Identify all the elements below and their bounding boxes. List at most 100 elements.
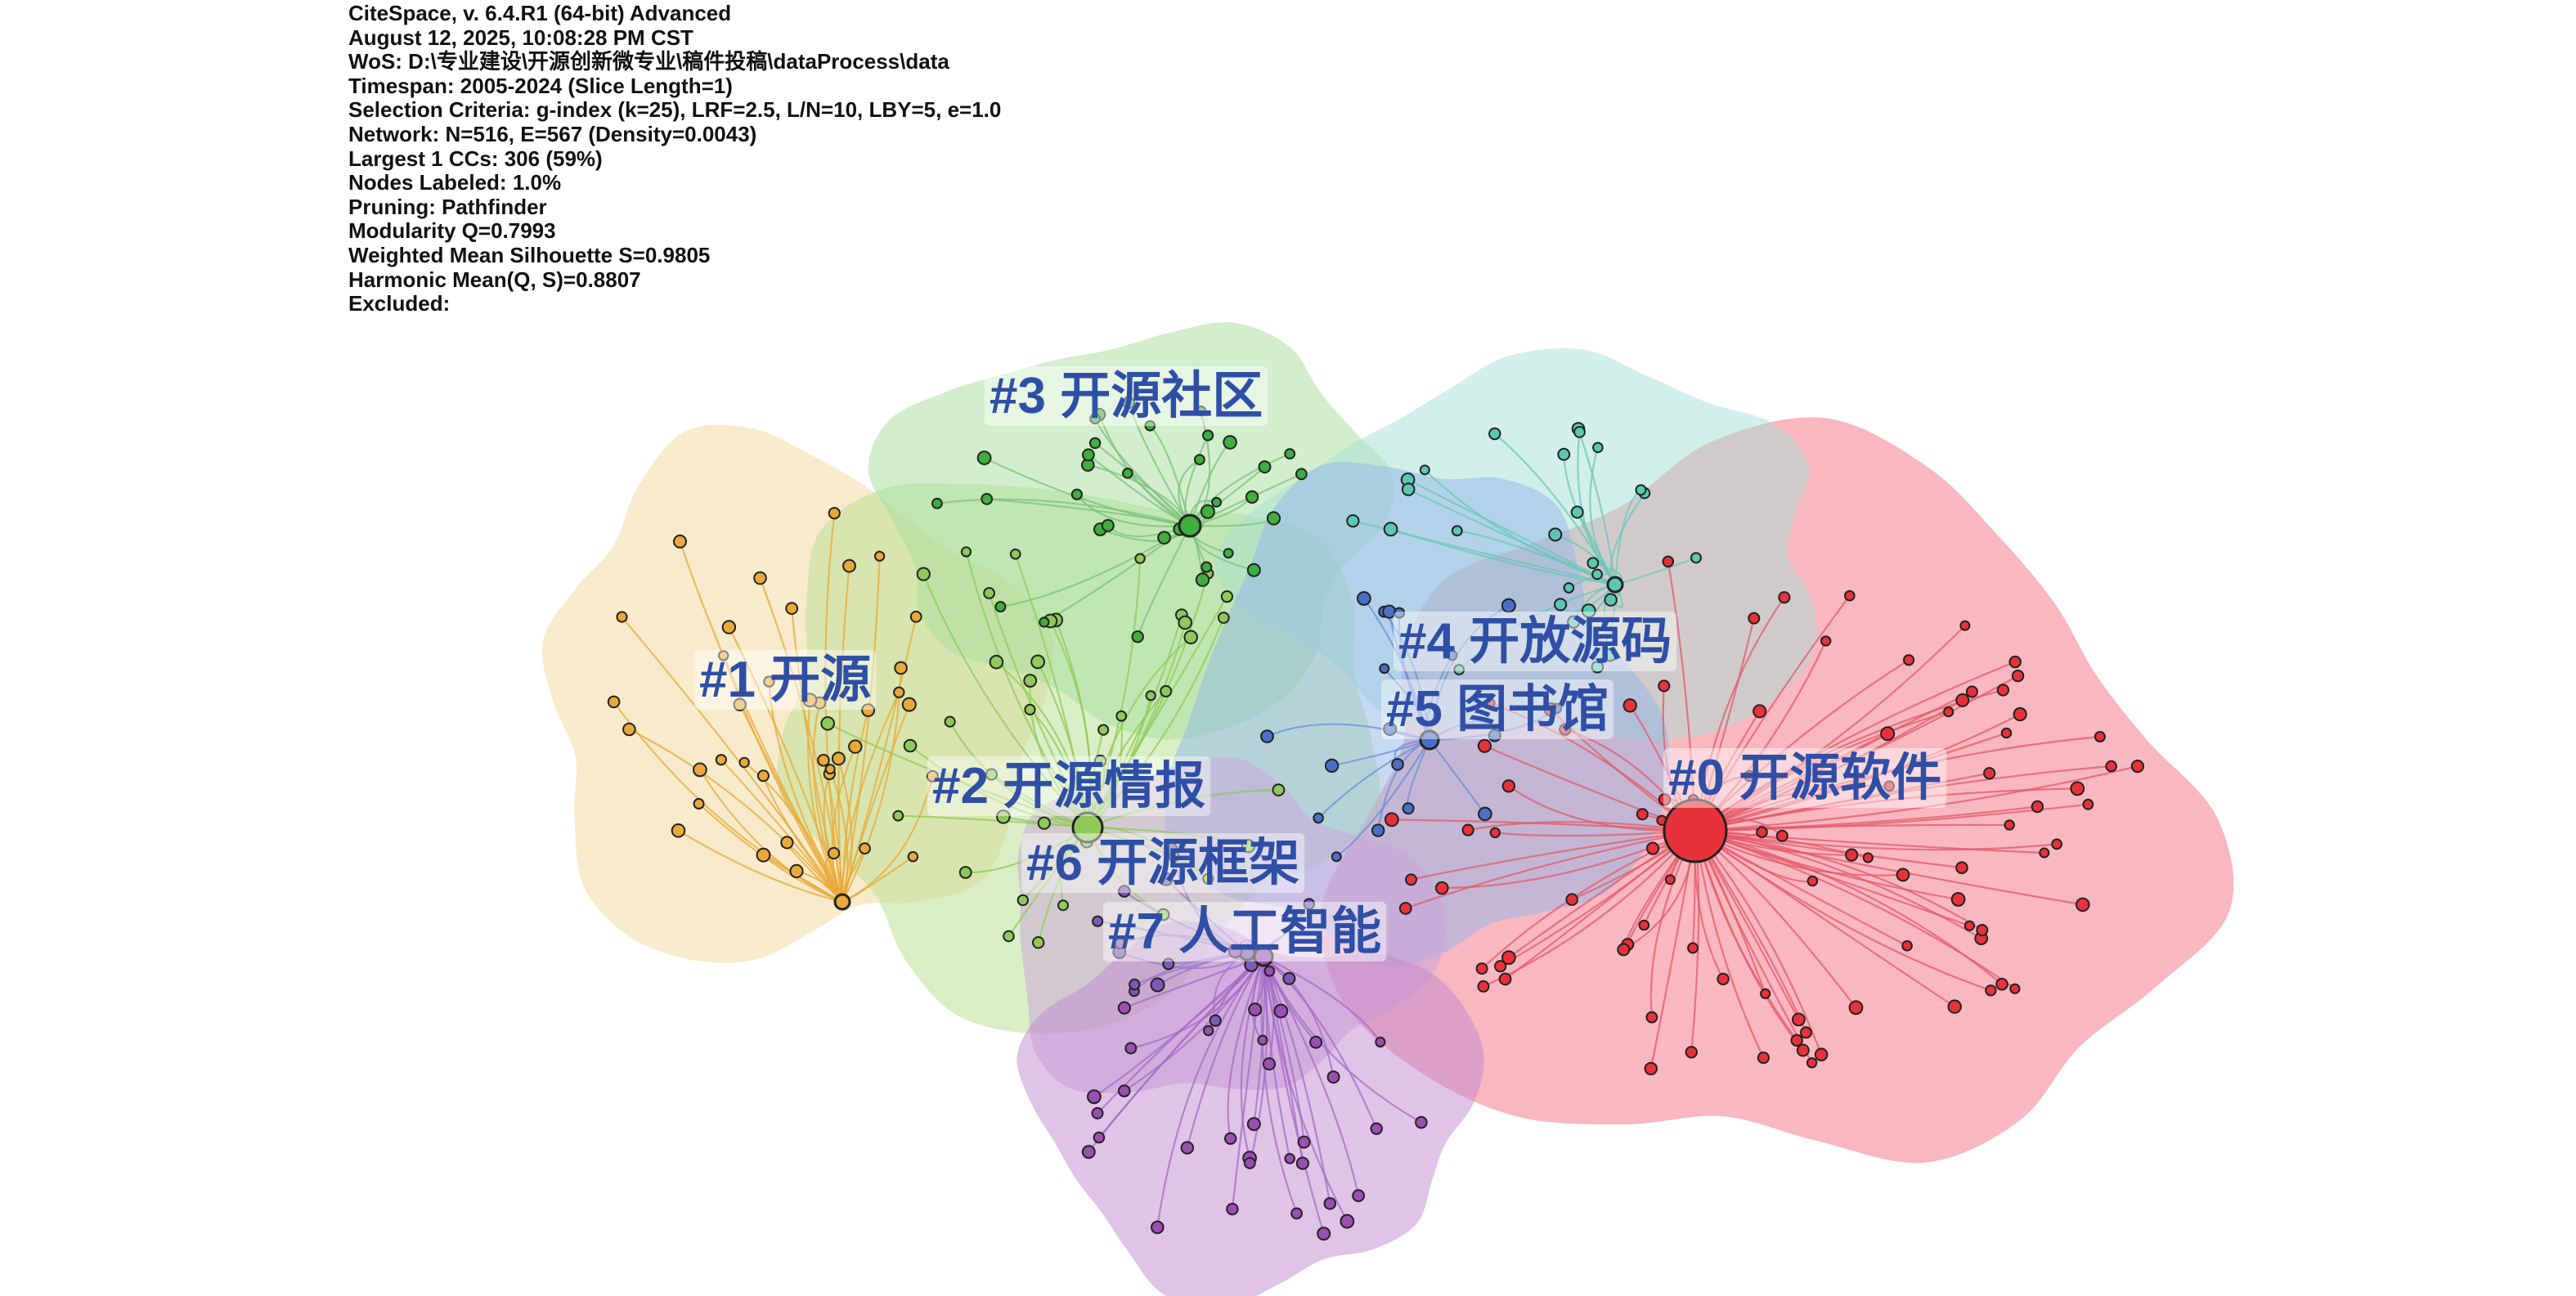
network-node[interactable] [1159, 872, 1174, 886]
network-node[interactable] [1070, 488, 1084, 500]
network-node[interactable] [1790, 1034, 1803, 1047]
network-node[interactable] [1037, 816, 1051, 830]
hub-node[interactable] [1606, 576, 1624, 594]
network-node[interactable] [1453, 664, 1465, 675]
network-node[interactable] [1313, 812, 1324, 824]
network-node[interactable] [1309, 1035, 1323, 1049]
network-node[interactable] [1194, 454, 1205, 465]
network-node[interactable] [985, 768, 999, 781]
network-node[interactable] [1202, 429, 1214, 442]
network-node[interactable] [1200, 504, 1215, 519]
network-node[interactable] [1118, 1084, 1131, 1097]
cluster-label[interactable]: #2 开源情报 [927, 756, 1211, 816]
hub-node[interactable] [1178, 513, 1202, 538]
network-node[interactable] [1687, 942, 1699, 954]
network-node[interactable] [785, 602, 799, 615]
network-node[interactable] [1209, 1014, 1222, 1027]
network-node[interactable] [1297, 1135, 1311, 1149]
network-node[interactable] [1883, 780, 1896, 792]
network-node[interactable] [1603, 648, 1617, 662]
network-node[interactable] [981, 492, 994, 505]
network-node[interactable] [1604, 593, 1618, 607]
network-node[interactable] [958, 866, 972, 879]
network-node[interactable] [1097, 724, 1110, 736]
network-node[interactable] [1638, 919, 1650, 931]
network-node[interactable] [1901, 939, 1913, 952]
network-node[interactable] [616, 611, 628, 623]
network-node[interactable] [2076, 897, 2090, 913]
network-node[interactable] [1645, 1011, 1658, 1024]
network-node[interactable] [1903, 654, 1915, 666]
network-node[interactable] [1778, 591, 1791, 604]
network-node[interactable] [1202, 872, 1214, 885]
network-node[interactable] [1266, 511, 1281, 526]
network-node[interactable] [1475, 962, 1488, 975]
network-node[interactable] [2000, 727, 2013, 739]
network-node[interactable] [1896, 868, 1910, 882]
network-node[interactable] [1757, 1052, 1770, 1065]
network-node[interactable] [753, 571, 767, 585]
network-node[interactable] [1690, 552, 1702, 564]
network-node[interactable] [763, 675, 775, 688]
network-node[interactable] [1792, 1012, 1806, 1027]
network-node[interactable] [1379, 663, 1390, 675]
network-node[interactable] [673, 534, 687, 549]
network-node[interactable] [1591, 568, 1603, 581]
cluster-label[interactable]: #3 开源社区 [985, 366, 1268, 426]
network-node[interactable] [1814, 1047, 1829, 1061]
network-node[interactable] [1087, 1089, 1102, 1105]
network-node[interactable] [1157, 531, 1171, 545]
network-nodes[interactable] [607, 396, 2144, 1241]
network-node[interactable] [989, 654, 1004, 670]
network-node[interactable] [1644, 1061, 1658, 1076]
network-node[interactable] [1955, 693, 1970, 707]
network-node[interactable] [1295, 468, 1308, 481]
network-node[interactable] [1101, 518, 1115, 532]
network-node[interactable] [1303, 898, 1316, 910]
network-node[interactable] [1570, 505, 1584, 519]
network-node[interactable] [1023, 674, 1038, 688]
network-node[interactable] [828, 507, 841, 520]
network-node[interactable] [1160, 684, 1173, 697]
network-node[interactable] [1150, 977, 1165, 993]
network-node[interactable] [1200, 561, 1213, 573]
network-node[interactable] [1124, 1042, 1138, 1055]
network-node[interactable] [1009, 548, 1021, 560]
network-node[interactable] [907, 851, 919, 863]
network-node[interactable] [1985, 984, 1997, 997]
network-node[interactable] [1646, 841, 1660, 855]
network-node[interactable] [1748, 612, 1761, 625]
network-node[interactable] [1622, 698, 1637, 713]
network-node[interactable] [1057, 899, 1069, 912]
network-node[interactable] [1223, 435, 1237, 450]
network-node[interactable] [894, 661, 908, 675]
network-node[interactable] [1415, 1115, 1428, 1129]
network-node[interactable] [1164, 841, 1178, 856]
network-node[interactable] [901, 697, 917, 712]
network-node[interactable] [1145, 690, 1156, 702]
network-node[interactable] [1401, 482, 1416, 496]
network-node[interactable] [1114, 937, 1126, 950]
network-node[interactable] [1246, 563, 1261, 577]
network-node[interactable] [1039, 617, 1050, 628]
network-node[interactable] [1282, 971, 1296, 985]
network-node[interactable] [1340, 1213, 1355, 1229]
network-node[interactable] [1488, 427, 1501, 441]
network-node[interactable] [1880, 726, 1896, 742]
network-node[interactable] [1118, 885, 1131, 898]
network-node[interactable] [1447, 649, 1458, 661]
network-node[interactable] [874, 550, 886, 562]
network-node[interactable] [1573, 426, 1586, 438]
network-node[interactable] [960, 546, 972, 558]
network-node[interactable] [1092, 915, 1104, 927]
network-node[interactable] [1195, 572, 1210, 587]
network-node[interactable] [1976, 924, 1989, 936]
network-node[interactable] [1144, 419, 1156, 432]
network-node[interactable] [1489, 827, 1501, 839]
network-node[interactable] [994, 601, 1007, 612]
network-node[interactable] [1796, 1043, 1810, 1057]
network-node[interactable] [1260, 729, 1274, 743]
network-node[interactable] [1129, 978, 1141, 991]
network-node[interactable] [1820, 635, 1832, 647]
